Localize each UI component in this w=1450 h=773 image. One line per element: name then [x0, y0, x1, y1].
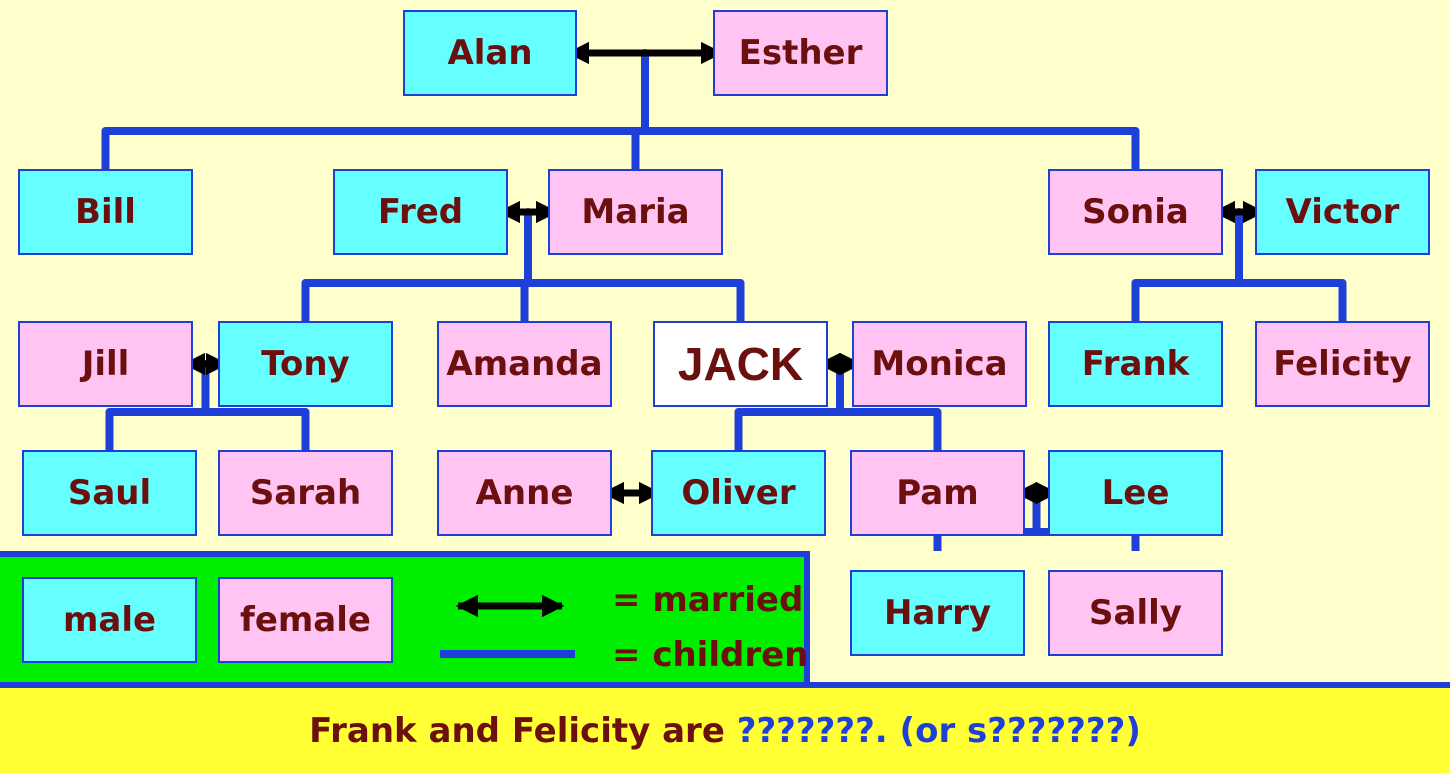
children-line-alan-esther [101, 49, 1140, 173]
person-name: Sally [1089, 593, 1182, 633]
person-box-fred: Fred [333, 169, 508, 255]
children-line-jack-monica [734, 360, 942, 454]
legend-married-label: = married [612, 580, 804, 620]
person-name: Bill [75, 192, 136, 232]
person-name: Oliver [681, 473, 796, 513]
person-name: Anne [475, 473, 574, 513]
person-name: Lee [1101, 473, 1170, 513]
legend-panel: male female = married = children [0, 551, 810, 683]
person-box-monica: Monica [852, 321, 1027, 407]
legend-female-label: female [240, 600, 371, 640]
person-box-tony: Tony [218, 321, 393, 407]
children-line-jill-tony [105, 360, 310, 454]
person-box-victor: Victor [1255, 169, 1430, 255]
person-box-jill: Jill [18, 321, 193, 407]
person-box-bill: Bill [18, 169, 193, 255]
children-line-pam-lee [933, 489, 1140, 551]
person-box-saul: Saul [22, 450, 197, 536]
legend-symbols [440, 594, 575, 658]
person-box-felicity: Felicity [1255, 321, 1430, 407]
person-box-sally: Sally [1048, 570, 1223, 656]
question-footer: Frank and Felicity are ???????. (or s???… [0, 682, 1450, 773]
children-line-fred-maria [301, 208, 745, 325]
person-name: Harry [883, 593, 992, 633]
person-box-pam: Pam [850, 450, 1025, 536]
person-name: Monica [871, 344, 1008, 384]
person-name: Frank [1081, 344, 1190, 384]
person-box-oliver: Oliver [651, 450, 826, 536]
person-box-harry: Harry [850, 570, 1025, 656]
person-name: Felicity [1273, 344, 1412, 384]
person-name: Victor [1285, 192, 1400, 232]
person-name: Alan [447, 33, 533, 73]
person-box-jack: JACK [653, 321, 828, 407]
question-blank: ???????. (or s???????) [736, 710, 1141, 751]
person-name: JACK [677, 338, 804, 390]
person-name: Amanda [446, 344, 603, 384]
person-name: Jill [81, 344, 130, 384]
person-box-lee: Lee [1048, 450, 1223, 536]
person-box-amanda: Amanda [437, 321, 612, 407]
person-box-maria: Maria [548, 169, 723, 255]
legend-female-swatch: female [218, 577, 393, 663]
person-box-sarah: Sarah [218, 450, 393, 536]
legend-male-swatch: male [22, 577, 197, 663]
person-box-alan: Alan [403, 10, 577, 96]
person-name: Esther [738, 33, 863, 73]
person-box-sonia: Sonia [1048, 169, 1223, 255]
person-name: Maria [581, 192, 690, 232]
person-name: Pam [896, 473, 979, 513]
person-name: Fred [377, 192, 464, 232]
person-name: Sarah [249, 473, 362, 513]
person-name: Sonia [1082, 192, 1189, 232]
person-box-esther: Esther [713, 10, 888, 96]
person-name: Saul [67, 473, 152, 513]
legend-children-label: = children [612, 635, 809, 675]
legend-male-label: male [62, 600, 157, 640]
question-prefix: Frank and Felicity are [309, 710, 725, 751]
person-box-frank: Frank [1048, 321, 1223, 407]
person-box-anne: Anne [437, 450, 612, 536]
children-line-sonia-victor [1131, 208, 1347, 325]
person-name: Tony [261, 344, 350, 384]
